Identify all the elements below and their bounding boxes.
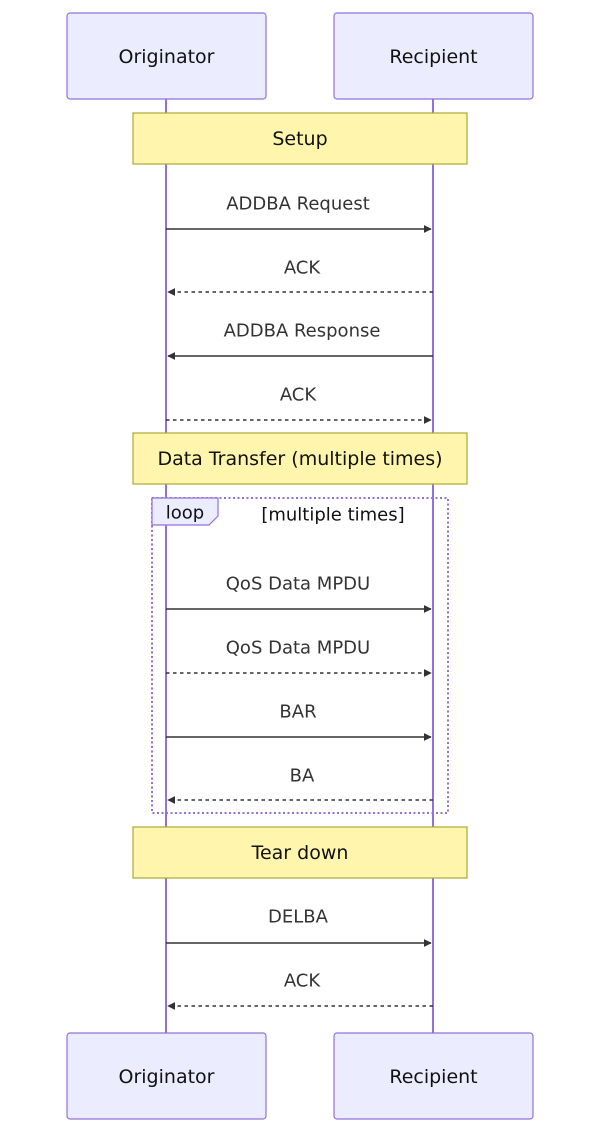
- loop-tag: loop: [166, 503, 204, 524]
- note-label: Data Transfer (multiple times): [157, 448, 442, 470]
- message-label: ACK: [284, 258, 322, 279]
- message-label: QoS Data MPDU: [226, 638, 370, 659]
- note-label: Tear down: [251, 842, 349, 864]
- message-bar: BAR: [166, 702, 432, 741]
- actor-top-recipient: Recipient: [333, 12, 534, 100]
- message-label: ADDBA Request: [226, 194, 370, 215]
- actor-label: Originator: [119, 46, 215, 68]
- actor-bottom-recipient: Recipient: [333, 1032, 534, 1120]
- loop-condition: [multiple times]: [261, 505, 404, 526]
- actor-label: Recipient: [389, 46, 477, 68]
- message-addba-response: ADDBA Response: [167, 321, 433, 360]
- message-label: ADDBA Response: [224, 321, 381, 342]
- actor-bottom-originator: Originator: [66, 1032, 267, 1120]
- message-ba: BA: [167, 766, 433, 804]
- message-addba-request: ADDBA Request: [166, 194, 432, 233]
- message-label: QoS Data MPDU: [226, 574, 370, 595]
- message-qos-data-mpdu-1: QoS Data MPDU: [166, 574, 432, 613]
- actor-top-originator: Originator: [66, 12, 267, 100]
- actor-label: Originator: [119, 1066, 215, 1088]
- message-ack-1: ACK: [167, 258, 433, 296]
- message-label: BA: [290, 766, 315, 787]
- messages: ADDBA Request ACK ADDBA Response ACK QoS…: [166, 194, 433, 1010]
- loop-frame: loop [multiple times]: [151, 497, 449, 814]
- note-tear-down: Tear down: [132, 826, 468, 879]
- message-label: ACK: [280, 385, 318, 406]
- message-qos-data-mpdu-2: QoS Data MPDU: [166, 638, 432, 677]
- message-ack-3: ACK: [167, 971, 433, 1010]
- message-ack-2: ACK: [166, 385, 432, 424]
- actor-label: Recipient: [389, 1066, 477, 1088]
- note-setup: Setup: [132, 112, 468, 165]
- note-label: Setup: [272, 128, 327, 150]
- loop-tag-box: [151, 497, 219, 526]
- message-label: BAR: [279, 702, 316, 723]
- note-data-transfer: Data Transfer (multiple times): [132, 432, 468, 485]
- message-delba: DELBA: [166, 907, 432, 947]
- message-label: ACK: [284, 971, 322, 992]
- message-label: DELBA: [268, 907, 329, 928]
